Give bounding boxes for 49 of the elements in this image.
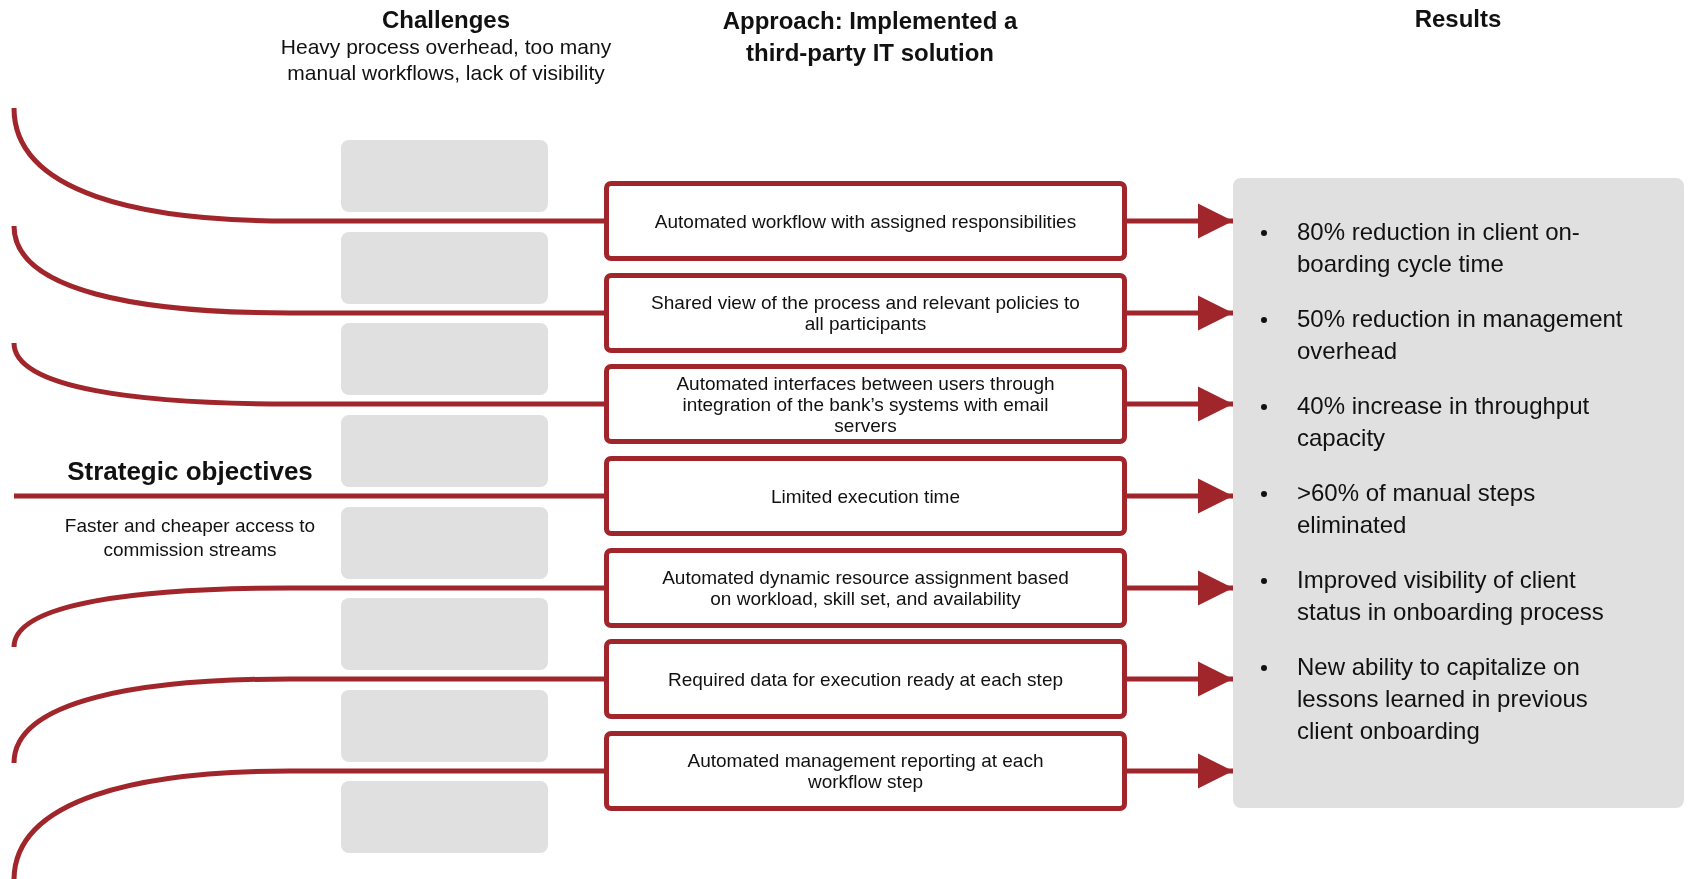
process-box — [604, 548, 1127, 628]
arrow — [1127, 661, 1233, 697]
heading: Challenges — [380, 6, 511, 34]
process-box — [604, 731, 1127, 811]
placeholder-box — [341, 507, 548, 579]
curved-line — [11, 676, 604, 764]
process-box — [604, 273, 1127, 353]
results-panel — [1233, 178, 1684, 808]
arrow — [1127, 203, 1233, 239]
curved-line — [11, 225, 604, 316]
result-text: >60% of manual steps eliminated — [1297, 478, 1537, 540]
heading: Strategic objectives — [66, 456, 314, 486]
box-text: Automated management reporting at each workflow step — [686, 750, 1045, 792]
process-box — [604, 639, 1127, 719]
curved-line — [11, 585, 604, 648]
arrow — [1127, 478, 1233, 514]
placeholder-box — [341, 781, 548, 853]
heading: Results — [1413, 5, 1503, 33]
placeholder-box — [341, 598, 548, 670]
subheading: Heavy process overhead, too many manual workflows, lack of visibility — [279, 34, 613, 86]
box-text: Shared view of the process and relevant policies to all participants — [650, 292, 1081, 334]
placeholder-box — [341, 323, 548, 395]
process-box — [604, 364, 1127, 444]
result-text: 40% increase in throughput capacity — [1297, 391, 1591, 453]
arrow — [1127, 753, 1233, 789]
curved-line — [11, 107, 604, 224]
placeholder-box — [341, 140, 548, 212]
box-text: Limited execution time — [770, 485, 960, 507]
heading: Approach: Implemented a third-party IT solution — [721, 6, 1019, 68]
result-text: New ability to capitalize on lessons learned in previous client onboarding — [1297, 652, 1589, 746]
curved-line — [11, 768, 604, 879]
arrow — [1127, 295, 1233, 331]
result-text: 50% reduction in management overhead — [1297, 304, 1624, 366]
process-box — [604, 181, 1127, 261]
box-text: Automated workflow with assigned responsibilities — [654, 210, 1077, 232]
curved-line — [11, 342, 604, 407]
placeholder-box — [341, 690, 548, 762]
process-box — [604, 456, 1127, 536]
placeholder-box — [341, 415, 548, 487]
placeholder-box — [341, 232, 548, 304]
arrow — [1127, 386, 1233, 422]
curved-line — [14, 493, 604, 499]
arrow — [1127, 570, 1233, 606]
box-text: Required data for execution ready at each step — [668, 668, 1063, 690]
result-text: 80% reduction in client on-boarding cycle time — [1297, 217, 1581, 279]
box-text: Automated interfaces between users through integration of the bank’s systems with email servers — [675, 372, 1056, 436]
box-text: Automated dynamic resource assignment based on workload, skill set, and availability — [661, 567, 1070, 609]
result-text: Improved visibility of client status in onboarding process — [1297, 565, 1605, 627]
subheading: Faster and cheaper access to commission streams — [63, 514, 317, 562]
